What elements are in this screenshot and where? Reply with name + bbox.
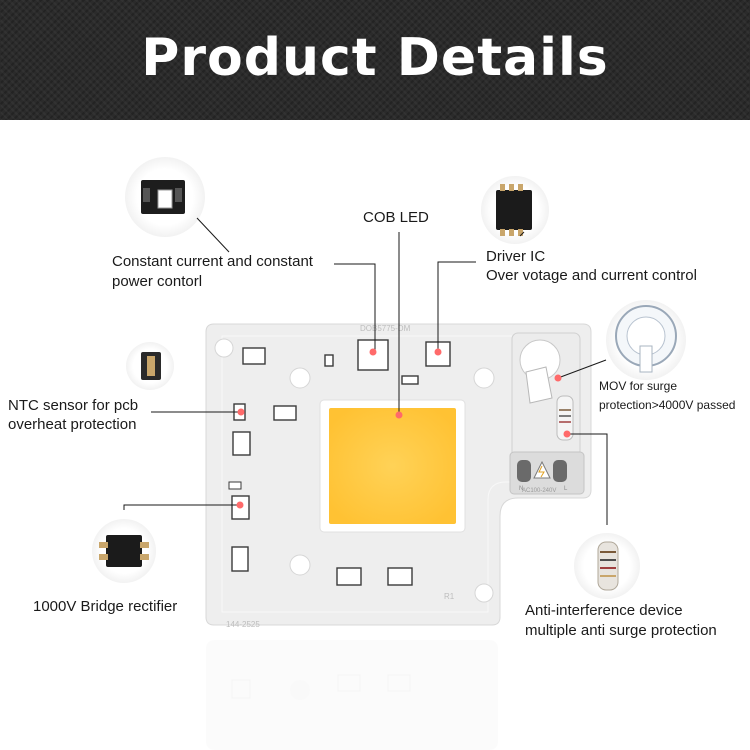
anti-interference-zoom-icon — [574, 533, 640, 599]
mov-component — [511, 332, 581, 484]
driver-ic-label-2: Over votage and current control — [486, 267, 697, 284]
cob-led-chip — [319, 399, 466, 533]
mov-zoom-icon — [606, 300, 686, 380]
terminal-l-mark: L — [564, 486, 568, 492]
header-banner: Product Details — [0, 0, 750, 120]
leader-lines — [123, 217, 608, 525]
board-top-marking: DOB5775-DM — [360, 324, 411, 333]
mounting-holes — [214, 338, 495, 603]
board-input-mark: AC100-240V — [522, 488, 556, 494]
constant-current-label-2: power contorl — [112, 273, 203, 290]
driver-ic-zoom-icon — [481, 176, 549, 244]
ntc-label-2: overheat protection — [8, 416, 137, 433]
anti-interference-label-1: Anti-interference device — [525, 602, 683, 619]
bridge-rect-clip — [228, 481, 242, 490]
bridge-rectifier-zoom-icon — [92, 519, 156, 583]
constant-current-zoom-icon — [125, 157, 205, 237]
constant-current-label-1: Constant current and constant — [112, 253, 313, 270]
ntc-sensor-zoom-icon — [126, 342, 174, 390]
terminal-n-mark: N — [519, 486, 523, 492]
input-connector — [509, 451, 585, 495]
board-resistor-mark: R1 — [444, 592, 455, 601]
ntc-label-1: NTC sensor for pcb — [8, 397, 139, 414]
board-reflection — [206, 640, 498, 750]
page-title: Product Details — [141, 28, 609, 88]
mov-label-2: protection>4000V passed — [599, 398, 736, 412]
board-bottom-marking: 144-2525 — [226, 620, 260, 629]
cob-led-label: COB LED — [363, 209, 429, 226]
pointer-dots — [236, 348, 571, 509]
anti-interference-label-2: multiple anti surge protection — [525, 622, 717, 639]
driver-ic-label-1: Driver IC — [486, 248, 546, 265]
bridge-label: 1000V Bridge rectifier — [33, 598, 178, 615]
mov-label-1: MOV for surge — [599, 379, 678, 393]
